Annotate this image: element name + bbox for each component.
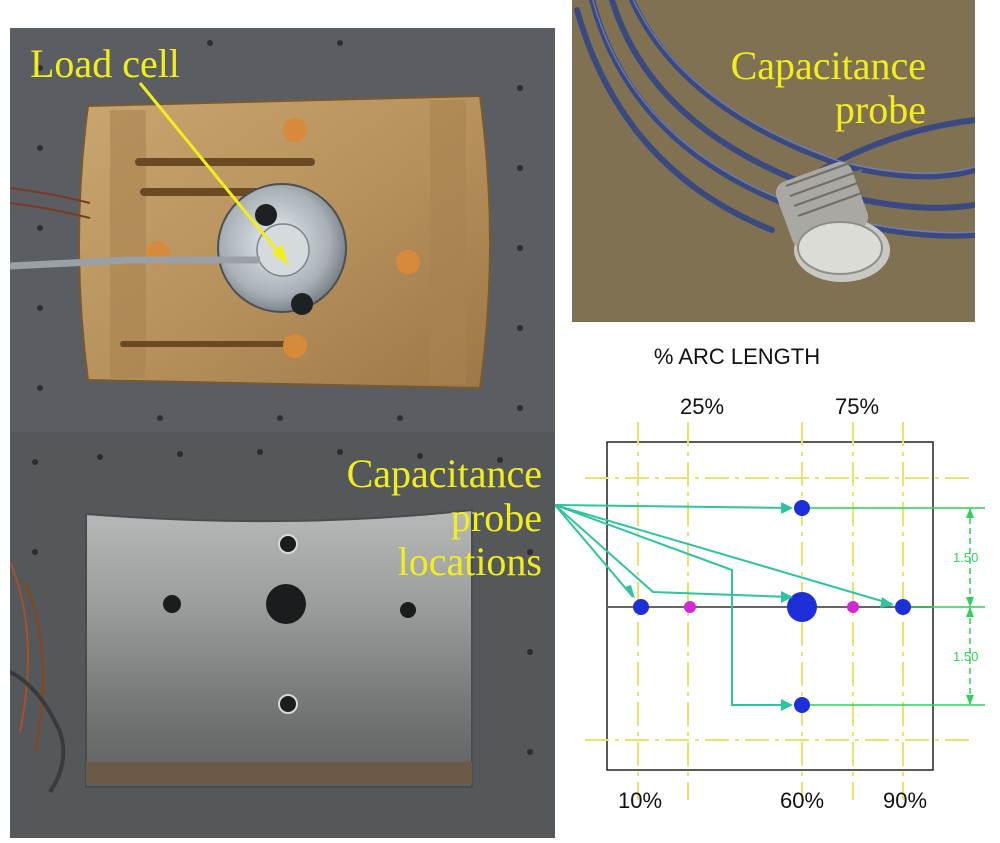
grid-lines (585, 422, 975, 800)
tick-90-label: 90% (883, 788, 927, 813)
steel-pad-photo (10, 432, 555, 838)
probe-location-diagram: % ARC LENGTH 25% 75% (554, 330, 1000, 838)
probe-marker-10 (633, 599, 649, 615)
tick-25-label: 25% (680, 394, 724, 419)
probe-marker-25 (684, 601, 696, 613)
capacitance-probe-label-line2: probe (834, 87, 926, 132)
dimension-lower-label: 1.50 (953, 649, 978, 664)
probe-marker-60-upper (794, 500, 810, 516)
tick-10-label: 10% (618, 788, 662, 813)
dimension-lines (805, 507, 985, 706)
probe-marker-90 (895, 599, 911, 615)
load-cell-photo (10, 28, 555, 432)
probe-locations-label: Capacitance probe locations (316, 452, 542, 584)
leader-arrows (554, 504, 893, 706)
load-cell-label: Load cell (30, 41, 180, 86)
dimension-upper-label: 1.50 (953, 550, 978, 565)
capacitance-probe-label: Capacitance probe (696, 44, 926, 132)
probe-locations-label-line1: Capacitance (346, 451, 542, 496)
tick-75-label: 75% (835, 394, 879, 419)
load-cell-marker-60 (787, 592, 817, 622)
probe-marker-60-lower (794, 697, 810, 713)
capacitance-probe-label-line1: Capacitance (730, 43, 926, 88)
arc-length-title: % ARC LENGTH (654, 344, 820, 369)
probe-marker-75 (847, 601, 859, 613)
probe-locations-label-line3: locations (397, 539, 542, 584)
capacitance-probe-photo (572, 0, 975, 322)
tick-60-label: 60% (780, 788, 824, 813)
probe-locations-label-line2: probe (450, 495, 542, 540)
